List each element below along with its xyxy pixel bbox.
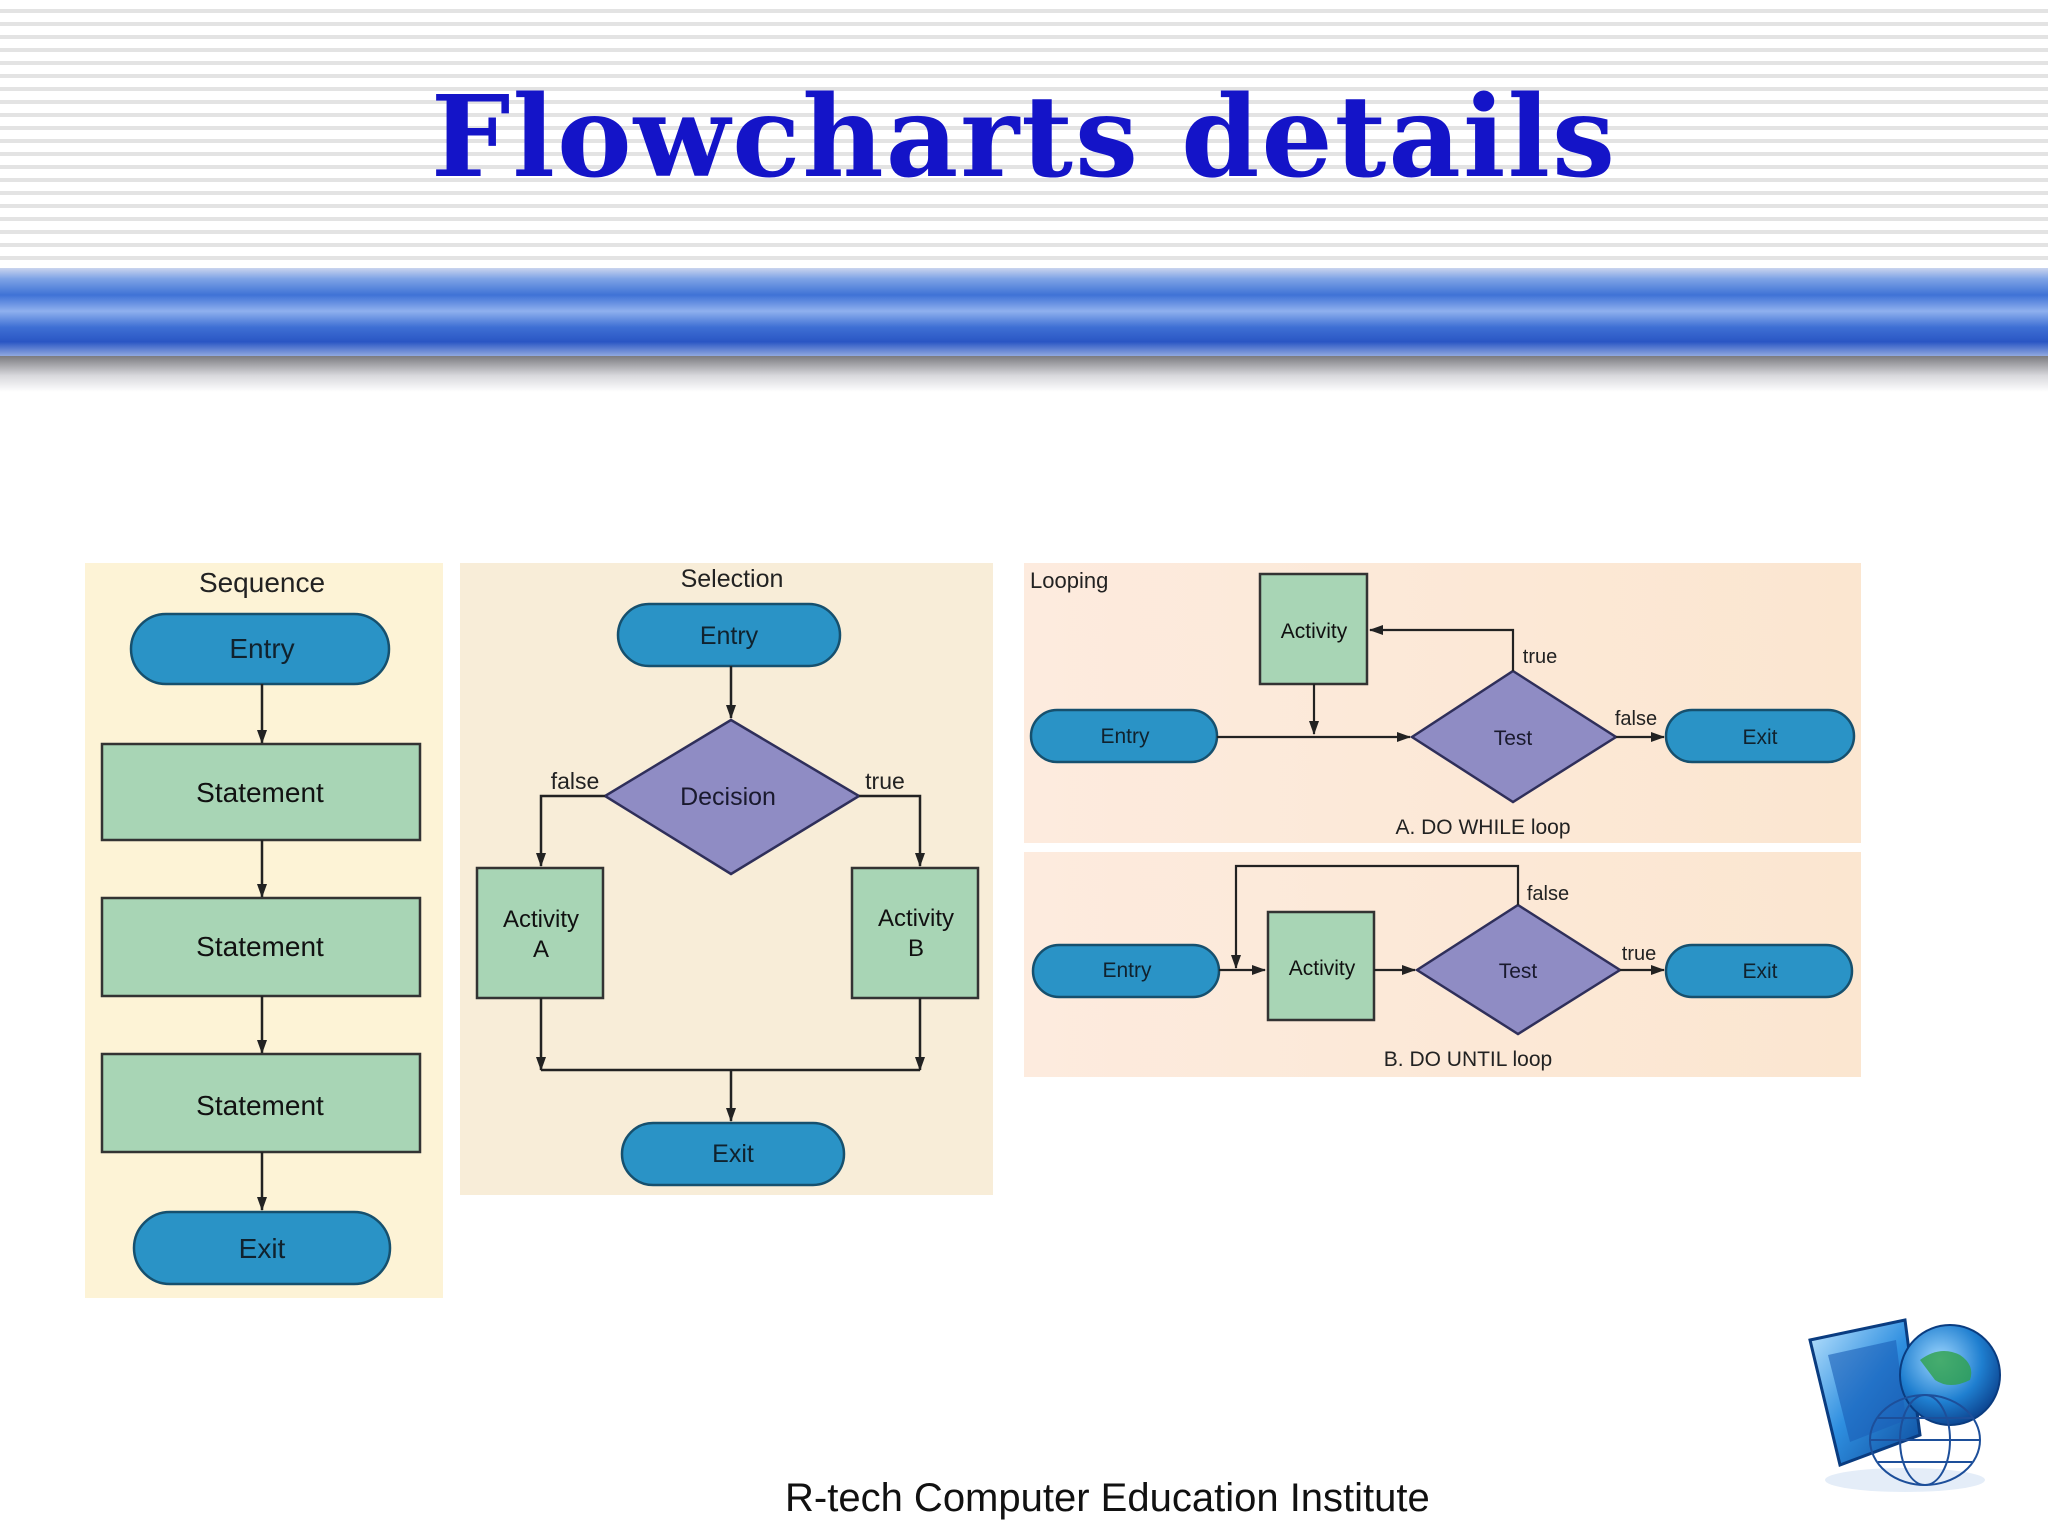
selection-exit-label: Exit — [712, 1140, 754, 1168]
selection-activity-b-label-2: B — [908, 935, 924, 962]
do-until-exit-terminal — [1664, 943, 1854, 999]
selection-entry-terminal — [616, 602, 842, 668]
selection-true-label: true — [865, 768, 905, 794]
do-until-activity-label: Activity — [1289, 957, 1356, 980]
selection-title: Selection — [681, 565, 784, 593]
selection-decision-diamond — [602, 718, 862, 876]
do-while-activity-label: Activity — [1281, 620, 1348, 643]
do-until-entry-label: Entry — [1102, 959, 1152, 982]
sequence-entry-terminal — [129, 612, 391, 686]
sequence-entry-label: Entry — [229, 633, 294, 664]
sequence-exit-label: Exit — [239, 1233, 286, 1264]
looping-title: Looping — [1030, 568, 1108, 593]
do-until-true-label: true — [1622, 943, 1656, 965]
do-until-activity — [1266, 910, 1376, 1022]
do-until-caption: B. DO UNTIL loop — [1384, 1048, 1552, 1071]
do-while-entry-label: Entry — [1100, 725, 1150, 748]
selection-false-label: false — [551, 768, 600, 794]
sequence-statement-2-label: Statement — [196, 931, 324, 962]
selection-activity-a-label-1: Activity — [503, 906, 579, 933]
slide-title: Flowcharts details — [430, 72, 1618, 203]
selection-entry-label: Entry — [700, 622, 759, 650]
do-until-exit-label: Exit — [1742, 960, 1777, 983]
globe-monitor-logo — [1808, 1318, 2001, 1492]
header-blue-band — [0, 268, 2048, 358]
do-while-true-label: true — [1523, 646, 1557, 668]
sequence-statement-2 — [100, 896, 422, 998]
selection-arrow-true — [859, 794, 925, 867]
sequence-title: Sequence — [199, 567, 325, 598]
sequence-statement-1-label: Statement — [196, 777, 324, 808]
sequence-statement-1 — [100, 742, 422, 842]
selection-activity-a — [475, 866, 605, 1000]
do-until-test-diamond — [1414, 903, 1623, 1036]
do-while-exit-terminal — [1664, 708, 1856, 764]
sequence-exit-terminal — [132, 1210, 392, 1286]
do-while-test-label: Test — [1494, 727, 1533, 750]
sequence-diagram: Sequence Entry Statement Statement State… — [85, 563, 443, 1298]
do-until-test-label: Test — [1499, 960, 1538, 983]
selection-arrow-false — [536, 794, 605, 867]
selection-activity-b-label-1: Activity — [878, 905, 954, 932]
do-while-diagram: Looping Activity Entry Test true false E… — [1024, 563, 1861, 843]
do-while-exit-label: Exit — [1742, 726, 1777, 749]
selection-activity-a-label-2: A — [533, 936, 549, 963]
do-until-arrow-false-loop — [1231, 864, 1520, 969]
do-while-false-label: false — [1615, 708, 1657, 730]
footer-institute-name: R-tech Computer Education Institute — [785, 1476, 1430, 1520]
do-while-caption: A. DO WHILE loop — [1395, 816, 1570, 839]
selection-diagram: Selection Entry Decision false true Acti… — [460, 563, 993, 1195]
selection-exit-terminal — [620, 1121, 846, 1187]
header-stripes — [0, 0, 2048, 270]
selection-decision-label: Decision — [680, 783, 776, 811]
do-while-arrow-true-loop — [1369, 625, 1515, 671]
sequence-statement-3-label: Statement — [196, 1090, 324, 1121]
do-until-diagram: Entry Activity Test false true Exit B. D… — [1024, 852, 1861, 1077]
header-gray-band — [0, 356, 2048, 392]
sequence-statement-3 — [100, 1052, 422, 1154]
do-while-test-diamond — [1409, 669, 1619, 804]
do-until-false-label: false — [1527, 883, 1569, 905]
selection-activity-b — [850, 866, 980, 1000]
do-while-panel — [1024, 563, 1861, 843]
